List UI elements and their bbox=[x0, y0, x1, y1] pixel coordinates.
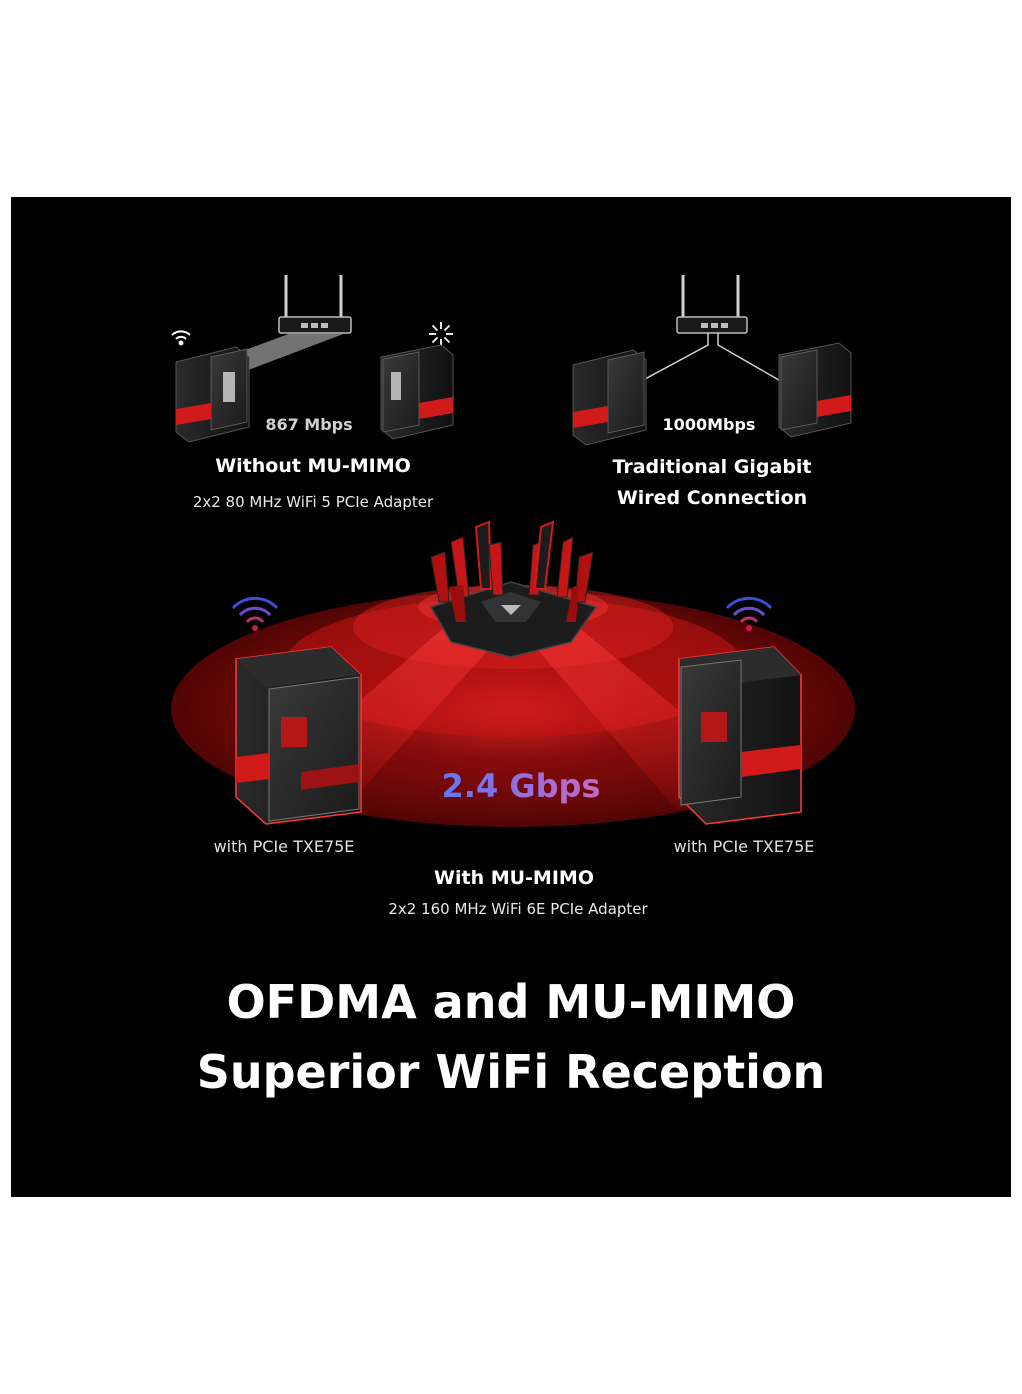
infographic-panel: 867 Mbps Without MU-MIMO 2x2 80 MHz WiFi… bbox=[11, 197, 1011, 1197]
wired-speed: 1000Mbps bbox=[662, 415, 756, 434]
wifi-signal-icon-left bbox=[231, 596, 279, 631]
illustration bbox=[171, 275, 855, 827]
wired-title-line1: Traditional Gigabit bbox=[612, 456, 812, 478]
left-adapter-label: with PCIe TXE75E bbox=[213, 837, 355, 856]
wired-connection-diagram bbox=[572, 275, 852, 446]
without-mu-mimo-subtitle: 2x2 80 MHz WiFi 5 PCIe Adapter bbox=[192, 493, 434, 511]
pc-case-wired-left bbox=[572, 349, 647, 446]
with-mu-mimo-title: With MU-MIMO bbox=[434, 867, 594, 889]
wifi-icon bbox=[171, 330, 191, 346]
pc-case-wired-right bbox=[778, 342, 852, 438]
right-adapter-label: with PCIe TXE75E bbox=[673, 837, 815, 856]
pc-case-top-right bbox=[380, 344, 454, 440]
with-mu-mimo-subtitle: 2x2 160 MHz WiFi 6E PCIe Adapter bbox=[388, 900, 648, 918]
wired-title-line2: Wired Connection bbox=[616, 487, 808, 509]
without-mu-mimo-diagram bbox=[171, 275, 454, 443]
router-small-right bbox=[676, 275, 748, 334]
wifi-signal-icon-right bbox=[725, 596, 773, 631]
gaming-router bbox=[429, 520, 598, 658]
headline-line1: OFDMA and MU-MIMO bbox=[226, 975, 796, 1029]
router-small-left bbox=[278, 275, 352, 334]
pc-case-top-left bbox=[175, 346, 250, 443]
mu-mimo-speed: 2.4 Gbps bbox=[411, 767, 631, 805]
pc-case-mu-mimo-left bbox=[235, 646, 362, 825]
loading-icon bbox=[429, 322, 453, 346]
without-mu-mimo-speed: 867 Mbps bbox=[265, 415, 353, 434]
headline-line2: Superior WiFi Reception bbox=[196, 1045, 826, 1099]
without-mu-mimo-title: Without MU-MIMO bbox=[215, 455, 411, 477]
with-mu-mimo-diagram bbox=[171, 520, 855, 827]
pc-case-mu-mimo-right bbox=[678, 646, 802, 825]
